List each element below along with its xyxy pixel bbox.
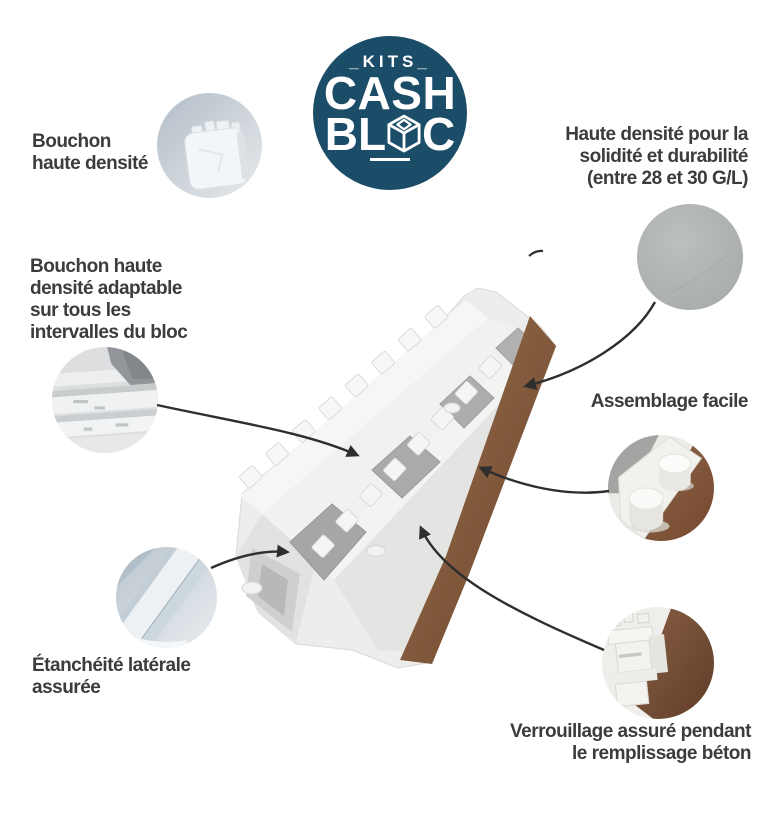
photo-locking-teeth-circle xyxy=(602,607,714,719)
annotation-top-right: Haute densité pour la solidité et durabi… xyxy=(565,124,748,190)
line-fragment xyxy=(528,249,544,257)
photo-high-density-cap-circle xyxy=(157,93,262,198)
photo-dense-foam-circle xyxy=(637,204,743,310)
arrow-seal-to-block xyxy=(210,544,290,570)
annotation-bottom-right: Verrouillage assuré pendant le remplissa… xyxy=(510,721,751,765)
annotation-mid-right: Assemblage facile xyxy=(590,391,749,413)
block-teeth-far xyxy=(239,305,448,489)
annotation-line: (entre 28 et 30 G/L) xyxy=(586,168,749,189)
photo-lateral-seal-circle xyxy=(116,547,217,648)
logo-bloc-left: BL xyxy=(324,108,387,160)
cube-outline-icon xyxy=(387,114,421,153)
logo-bloc-text: BL C xyxy=(324,108,456,160)
arrow-interval-to-block xyxy=(156,403,360,457)
annotation-bottom-left: Étanchéité latérale assurée xyxy=(32,655,191,699)
annotation-line: solidité et durabilité xyxy=(579,146,749,167)
annotation-line: Haute densité pour la xyxy=(565,124,748,145)
photo-block-interval-circle xyxy=(52,347,158,453)
annotation-mid-left: Bouchon haute densité adaptable sur tous… xyxy=(30,256,188,344)
arrow-assembly-to-block xyxy=(478,466,610,494)
brand-logo: _KITS_ CASH BL C xyxy=(313,36,467,190)
annotation-line: intervalles du bloc xyxy=(30,322,188,343)
arrow-density-to-block xyxy=(523,301,657,390)
annotation-line: assurée xyxy=(32,677,101,698)
block-teeth-near xyxy=(311,355,502,558)
annotation-line: densité adaptable xyxy=(30,278,183,299)
logo-kits-text: _KITS_ xyxy=(349,52,431,71)
annotation-line: Assemblage facile xyxy=(590,391,749,412)
logo-underline xyxy=(370,158,410,161)
annotation-line: le remplissage béton xyxy=(571,743,752,764)
annotation-line: Verrouillage assuré pendant xyxy=(510,721,751,742)
photo-assembly-studs-circle xyxy=(608,435,714,541)
logo-cash-text: CASH xyxy=(323,67,457,119)
annotation-line: Bouchon haute xyxy=(30,256,162,277)
annotation-top-left: Bouchon haute densité xyxy=(32,131,148,175)
annotation-line: Étanchéité latérale xyxy=(32,655,191,676)
annotation-line: sur tous les xyxy=(30,300,131,321)
annotation-line: Bouchon xyxy=(32,131,111,152)
logo-bloc-right: C xyxy=(422,108,456,160)
arrow-locking-to-block xyxy=(419,525,605,652)
annotation-line: haute densité xyxy=(32,153,148,174)
